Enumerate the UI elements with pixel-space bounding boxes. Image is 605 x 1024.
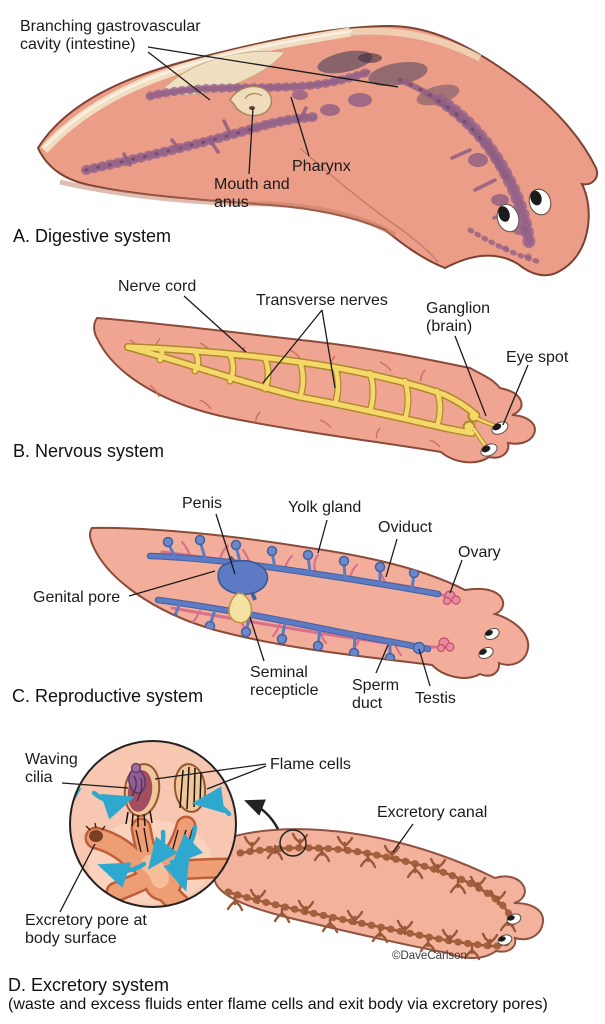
section-c-heading: C. Reproductive system: [12, 686, 204, 706]
label-gastrovascular-cavity: Branching gastrovascular cavity (intesti…: [20, 18, 201, 53]
excretory-pore-opening: [89, 830, 103, 842]
section-d-subheading: (waste and excess fluids enter flame cel…: [8, 996, 548, 1013]
pharynx-tube: [229, 85, 273, 117]
label-mouth-and-anus: Mouth and anus: [214, 176, 290, 211]
label-ovary: Ovary: [458, 544, 501, 561]
reproductive-worm-figure: [88, 526, 530, 679]
label-yolk-gland: Yolk gland: [288, 499, 362, 516]
excretory-eye-spots: [497, 913, 522, 946]
digestive-eye-spots: [496, 188, 552, 233]
magnifier-ring: [279, 829, 307, 857]
label-flame-cells: Flame cells: [270, 756, 351, 773]
label-penis: Penis: [182, 495, 223, 512]
digestive-worm-figure: [36, 24, 598, 277]
section-a-heading: A. Digestive system: [13, 226, 172, 246]
ovary-clusters: [436, 590, 461, 653]
pointer-lines: [59, 46, 529, 913]
label-transverse-nerves: Transverse nerves: [256, 292, 388, 309]
penis-bulb: [217, 559, 269, 595]
section-b-heading: B. Nervous system: [13, 441, 165, 461]
label-sperm-duct: Sperm duct: [352, 677, 400, 712]
label-waving-cilia: Waving cilia: [25, 751, 78, 786]
label-excretory-canal: Excretory canal: [377, 804, 488, 821]
nervous-eye-spots: [480, 421, 509, 457]
section-d-heading: D. Excretory system: [8, 975, 170, 995]
label-ganglion-brain: Ganglion (brain): [426, 300, 491, 335]
label-eye-spot: Eye spot: [506, 349, 569, 366]
label-seminal-recepticle: Seminal recepticle: [250, 664, 319, 699]
label-nerve-cord: Nerve cord: [118, 278, 197, 295]
label-testis: Testis: [415, 690, 456, 707]
seminal-recepticle-shape: [228, 592, 253, 624]
magnify-arrow: [244, 799, 280, 830]
label-pharynx: Pharynx: [292, 158, 351, 175]
flow-arrows: [70, 786, 232, 892]
reproductive-eye-spots: [478, 627, 500, 660]
artist-credit: ©DaveCarlson: [392, 950, 467, 962]
label-genital-pore: Genital pore: [33, 589, 121, 606]
nervous-worm-figure: [93, 316, 536, 464]
label-excretory-pore: Excretory pore at body surface: [25, 912, 147, 947]
flame-cell-inset: [69, 740, 237, 908]
excretory-worm-figure: [209, 799, 545, 961]
label-oviduct: Oviduct: [378, 519, 433, 536]
